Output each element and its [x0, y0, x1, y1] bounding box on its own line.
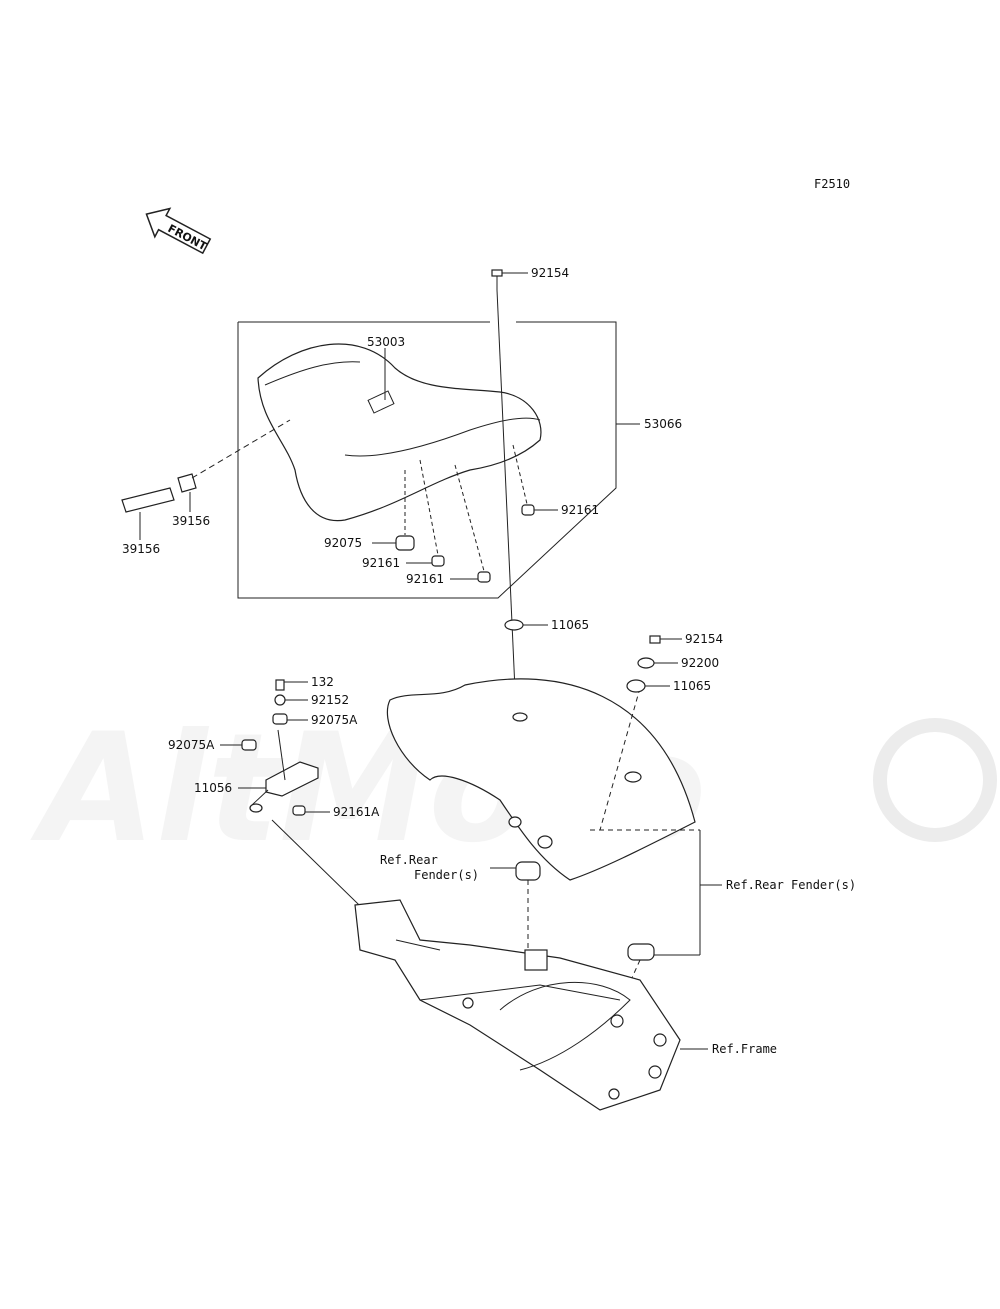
part-label-53003: 53003 — [367, 335, 405, 349]
front-arrow-icon: FRONT — [145, 207, 212, 255]
seat-fasteners — [395, 444, 535, 583]
part-label-92152: 92152 — [311, 693, 349, 707]
bracket — [241, 679, 396, 941]
part-label-92075A: 92075A — [168, 738, 215, 752]
leader-lines — [220, 272, 722, 1050]
reference-labels: Ref.Rear Fender(s) Ref.Rear Fender(s) Re… — [380, 853, 856, 1056]
bolt-line — [491, 269, 524, 691]
ref-rear-fender-left-line1: Ref.Rear — [380, 853, 438, 867]
part-label-92154: 92154 — [685, 632, 723, 646]
ref-rear-fender-right: Ref.Rear Fender(s) — [726, 878, 856, 892]
part-label-53066: 53066 — [644, 417, 682, 431]
part-label-92075: 92075 — [324, 536, 362, 550]
part-label-92161A: 92161A — [333, 805, 380, 819]
part-label-11065: 11065 — [673, 679, 711, 693]
seat-assembly-box — [237, 321, 640, 599]
part-label-11056: 11056 — [194, 781, 232, 795]
part-label-11065: 11065 — [551, 618, 589, 632]
ref-frame: Ref.Frame — [712, 1042, 777, 1056]
ref-rear-fender-left-line2: Fender(s) — [414, 868, 479, 882]
straps — [121, 419, 291, 540]
part-labels: 92154 53003 53066 92161 39156 39156 9207… — [122, 266, 723, 819]
right-fasteners — [515, 635, 661, 1001]
part-label-92161: 92161 — [362, 556, 400, 570]
frame — [354, 899, 681, 1111]
part-label-92161: 92161 — [406, 572, 444, 586]
part-label-39156: 39156 — [172, 514, 210, 528]
part-label-92154: 92154 — [531, 266, 569, 280]
part-label-92200: 92200 — [681, 656, 719, 670]
part-label-92161: 92161 — [561, 503, 599, 517]
part-label-92075A: 92075A — [311, 713, 358, 727]
part-label-132: 132 — [311, 675, 334, 689]
rear-fender — [386, 678, 700, 881]
seat — [257, 343, 542, 522]
part-label-39156: 39156 — [122, 542, 160, 556]
figure-code: F2510 — [814, 177, 850, 191]
